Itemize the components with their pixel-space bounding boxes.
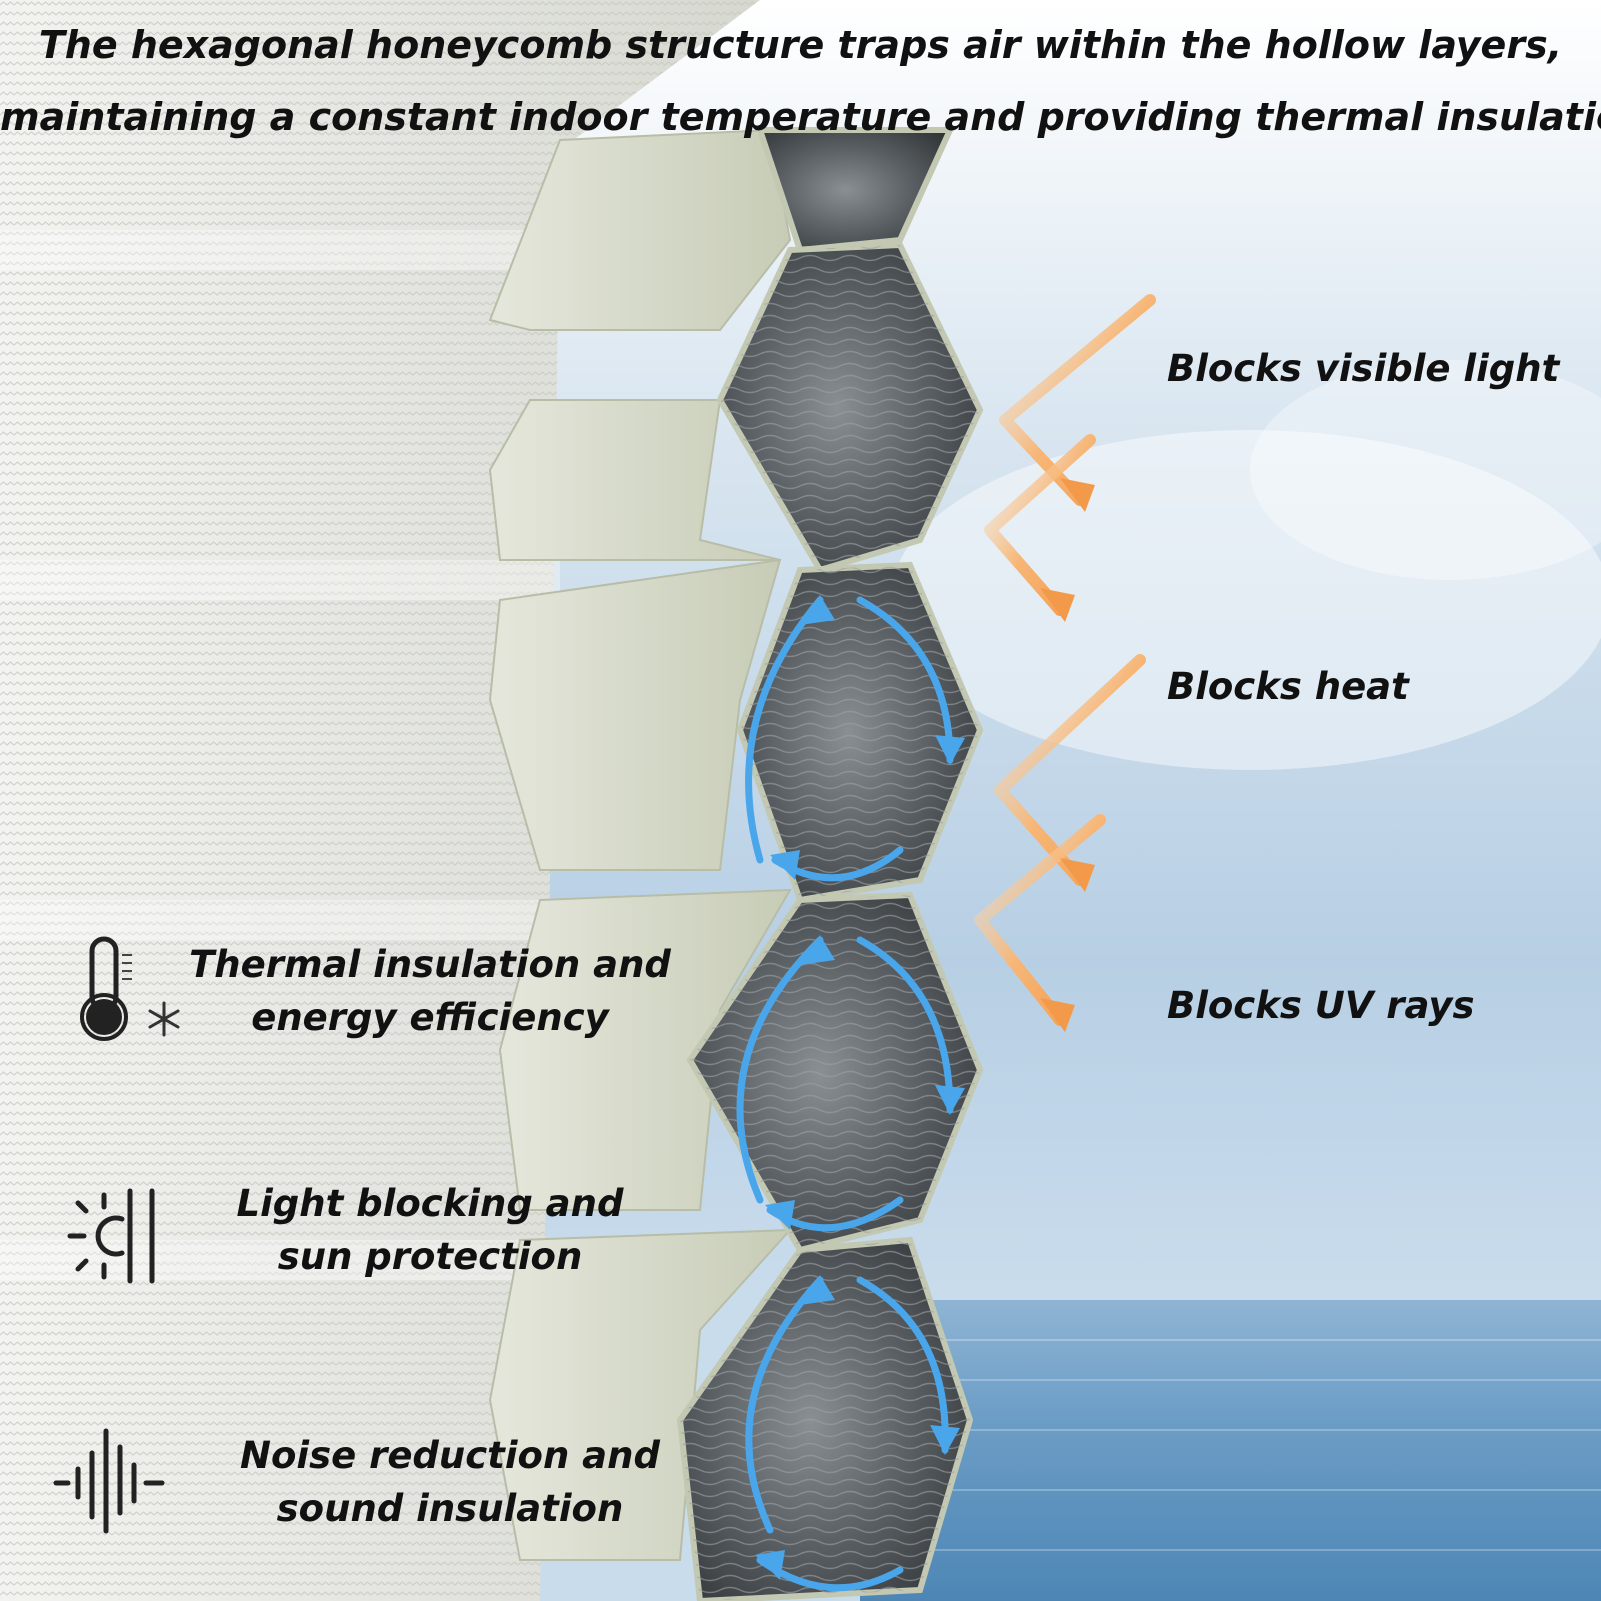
honeycomb-cell-openings (676, 127, 984, 1601)
feature-noise-line-2: sound insulation (276, 1487, 624, 1530)
thermometer-snowflake-icon (80, 936, 180, 1041)
feature-thermal-line-1: Thermal insulation and (189, 943, 671, 986)
feature-noise-line-1: Noise reduction and (240, 1434, 660, 1477)
label-blocks-uv-rays: Blocks UV rays (1167, 984, 1475, 1027)
label-blocks-heat: Blocks heat (1167, 665, 1409, 708)
sun-blind-icon (67, 1188, 155, 1284)
headline-line-1: The hexagonal honeycomb structure traps … (38, 23, 1563, 67)
feature-light-line-2: sun protection (277, 1235, 583, 1278)
feature-light-line-1: Light blocking and (236, 1182, 624, 1225)
sound-wave-icon (53, 1428, 165, 1534)
sea (860, 1300, 1601, 1601)
headline-line-2: maintaining a constant indoor temperatur… (0, 95, 1601, 139)
sunlight-arrows (974, 294, 1156, 1026)
label-blocks-visible-light: Blocks visible light (1167, 347, 1560, 390)
feature-thermal-line-2: energy efficiency (251, 996, 609, 1039)
